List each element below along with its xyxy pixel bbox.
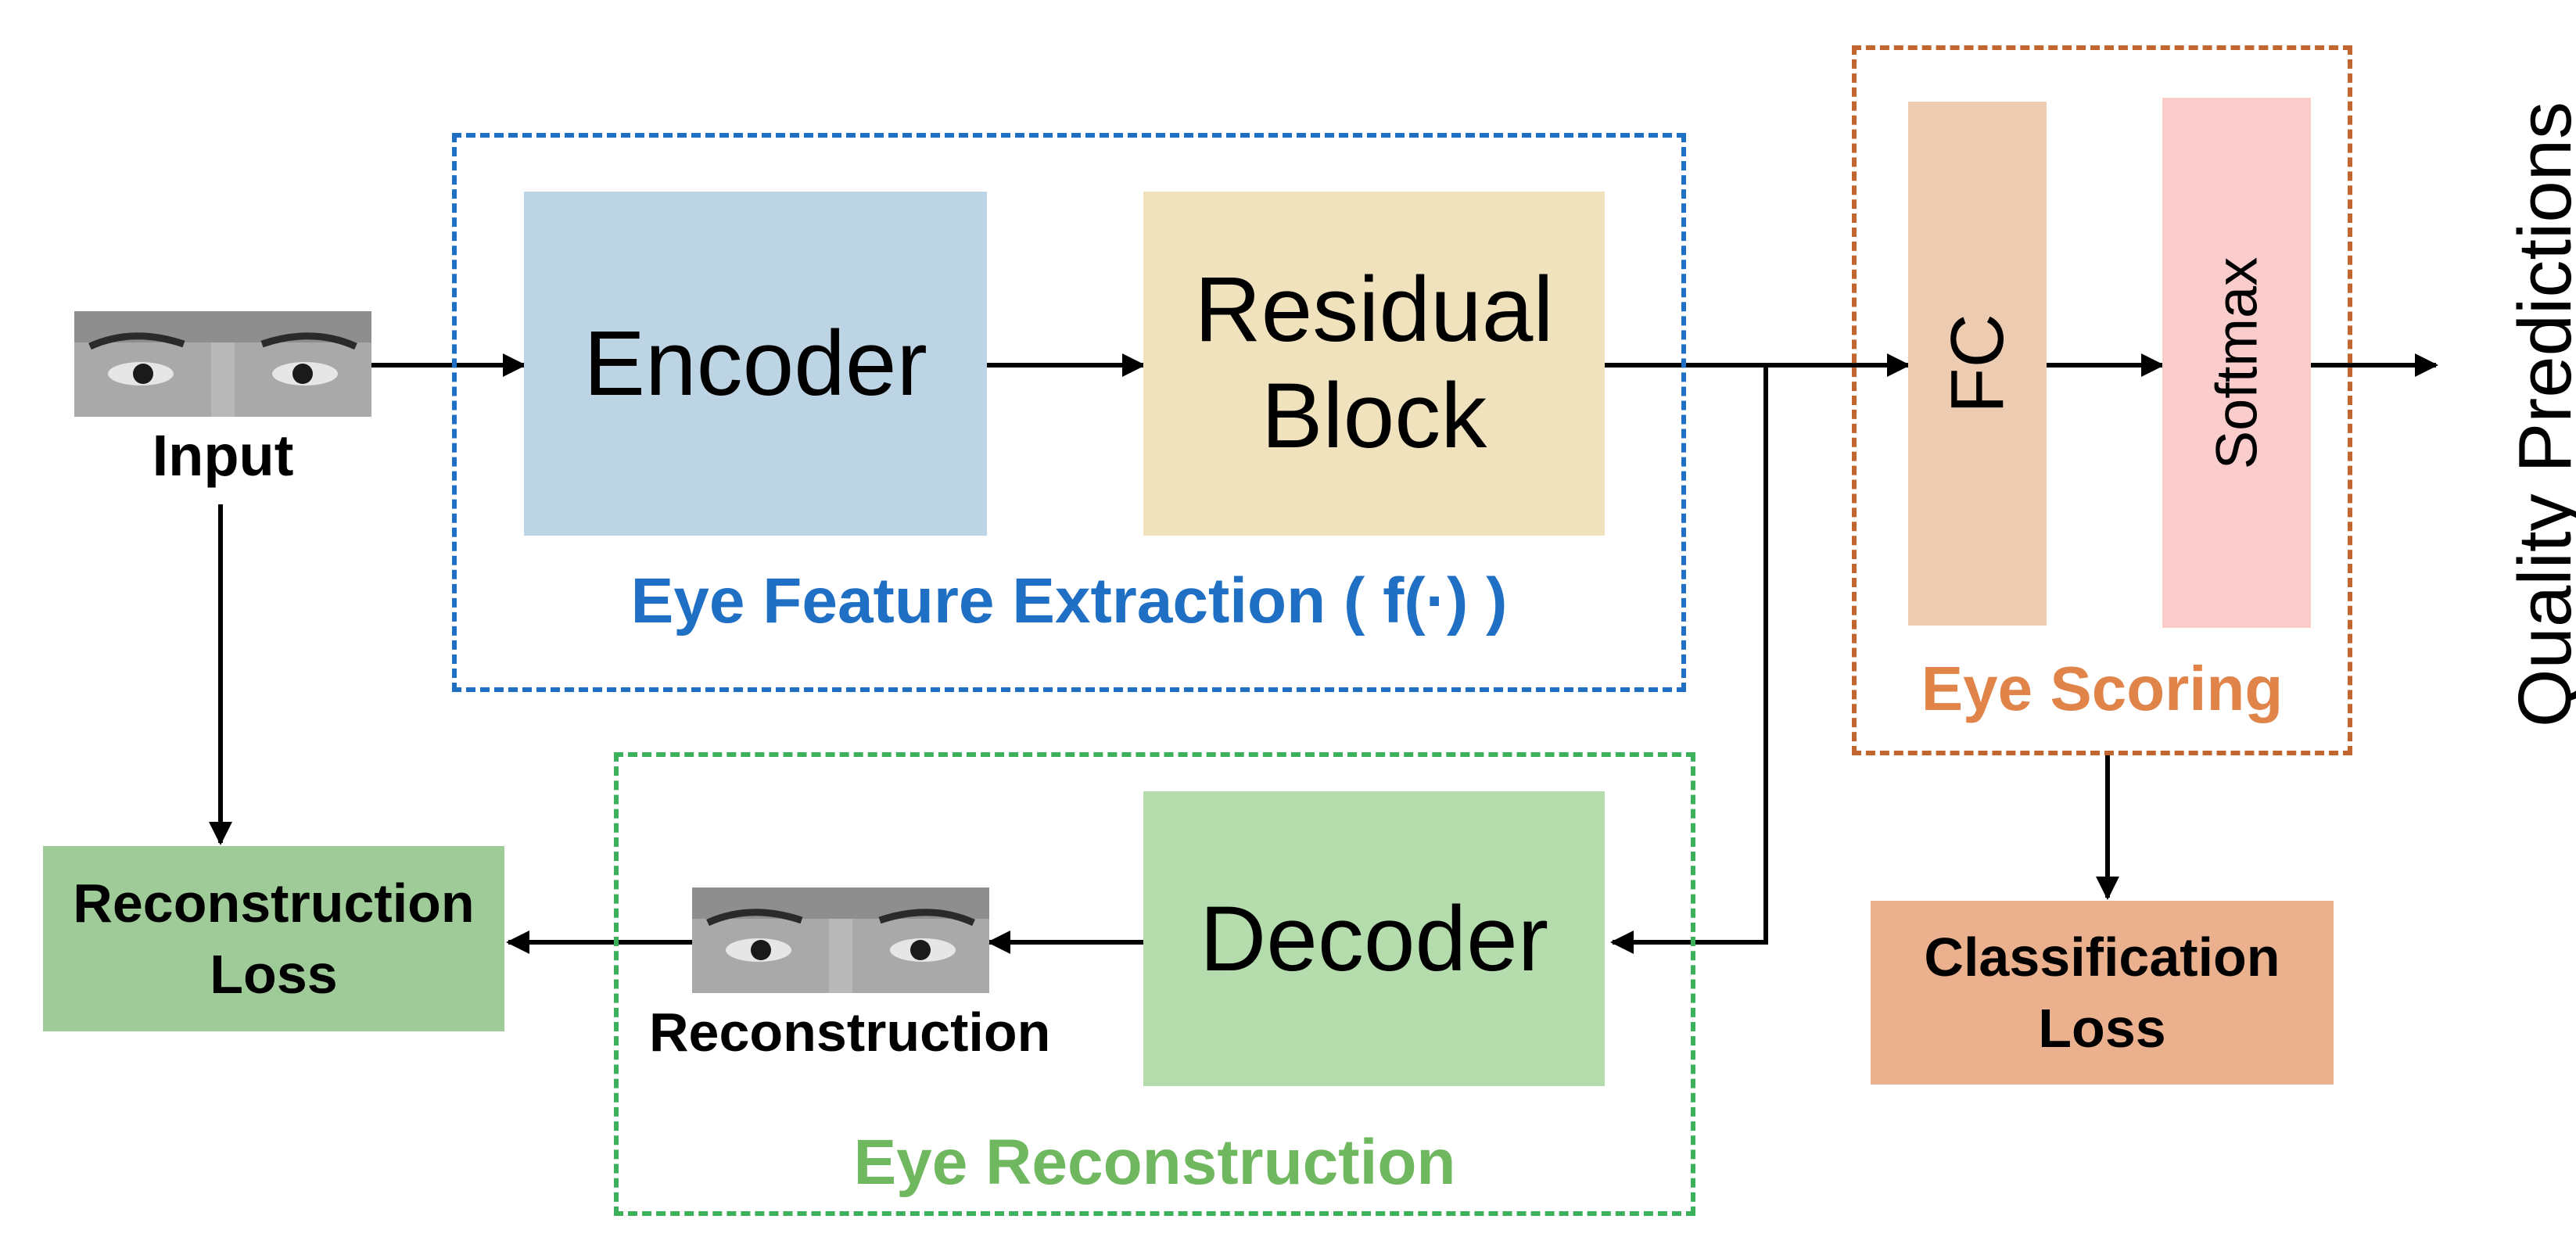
decoder-block: Decoder [1143, 791, 1605, 1086]
quality-predictions-label: Quality Predictions [2503, 101, 2576, 728]
scoring-title: Eye Scoring [1921, 654, 2284, 723]
decoder-label: Decoder [1199, 887, 1548, 991]
feature-extraction-title: Eye Feature Extraction ( f(·) ) [630, 565, 1508, 636]
fc-label: FC [1935, 314, 2019, 414]
reconstruction-group-title: Eye Reconstruction [853, 1127, 1456, 1198]
input-eye-image [74, 311, 371, 417]
residual-label-line2: Block [1261, 364, 1487, 468]
reconstruction-eye-image [692, 887, 989, 993]
encoder-label: Encoder [583, 312, 927, 415]
fc-layer: FC [1908, 102, 2047, 626]
input-label: Input [152, 423, 294, 488]
reconstruction-frame [614, 752, 1695, 1216]
reconstruction-loss-line1: Reconstruction [73, 872, 475, 934]
classification-loss-line2: Loss [2038, 997, 2166, 1059]
residual-label-line1: Residual [1194, 258, 1554, 362]
reconstruction-image-label: Reconstruction [649, 1002, 1051, 1063]
scoring-frame [1852, 45, 2352, 755]
feature-extraction-frame [452, 133, 1686, 692]
reconstruction-loss-line2: Loss [210, 943, 338, 1005]
residual-block: Residual Block [1143, 192, 1605, 536]
softmax-label: Softmax [2204, 256, 2269, 469]
encoder-block: Encoder [524, 192, 987, 536]
classification-loss-line1: Classification [1924, 926, 2280, 988]
softmax-layer: Softmax [2162, 98, 2311, 628]
arrow-branch-to-decoder [1610, 365, 1768, 954]
reconstruction-loss-box: Reconstruction Loss [43, 846, 504, 1031]
classification-loss-box: Classification Loss [1871, 901, 2334, 1085]
